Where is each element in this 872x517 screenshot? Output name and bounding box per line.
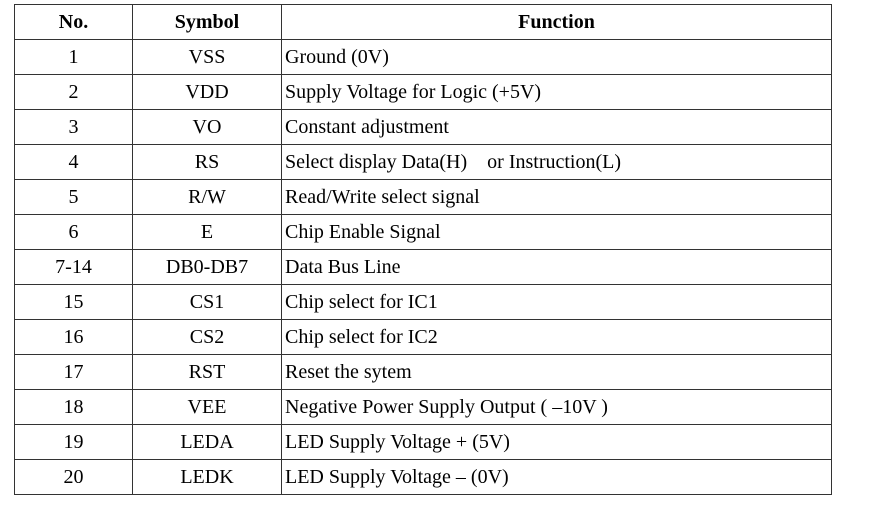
cell-symbol: RS xyxy=(132,144,282,180)
cell-function: Chip Enable Signal xyxy=(281,214,832,250)
cell-no: 17 xyxy=(14,354,133,390)
header-no: No. xyxy=(14,4,133,40)
cell-no: 4 xyxy=(14,144,133,180)
cell-no: 6 xyxy=(14,214,133,250)
cell-function: Ground (0V) xyxy=(281,39,832,75)
cell-function: LED Supply Voltage – (0V) xyxy=(281,459,832,495)
cell-symbol: R/W xyxy=(132,179,282,215)
cell-function: Select display Data(H) or Instruction(L) xyxy=(281,144,832,180)
cell-symbol: LEDA xyxy=(132,424,282,460)
cell-no: 5 xyxy=(14,179,133,215)
cell-symbol: CS2 xyxy=(132,319,282,355)
cell-symbol: RST xyxy=(132,354,282,390)
cell-symbol: VSS xyxy=(132,39,282,75)
cell-symbol: VEE xyxy=(132,389,282,425)
cell-no: 19 xyxy=(14,424,133,460)
cell-no: 16 xyxy=(14,319,133,355)
cell-function: Data Bus Line xyxy=(281,249,832,285)
cell-symbol: VDD xyxy=(132,74,282,110)
cell-function: Constant adjustment xyxy=(281,109,832,145)
cell-symbol: VO xyxy=(132,109,282,145)
cell-no: 1 xyxy=(14,39,133,75)
cell-no: 20 xyxy=(14,459,133,495)
cell-function: Chip select for IC1 xyxy=(281,284,832,320)
cell-function: Negative Power Supply Output ( –10V ) xyxy=(281,389,832,425)
cell-function: Read/Write select signal xyxy=(281,179,832,215)
cell-function: Reset the sytem xyxy=(281,354,832,390)
cell-symbol: LEDK xyxy=(132,459,282,495)
cell-function: LED Supply Voltage + (5V) xyxy=(281,424,832,460)
cell-symbol: E xyxy=(132,214,282,250)
header-symbol: Symbol xyxy=(132,4,282,40)
cell-symbol: CS1 xyxy=(132,284,282,320)
cell-no: 7-14 xyxy=(14,249,133,285)
cell-symbol: DB0-DB7 xyxy=(132,249,282,285)
cell-function: Supply Voltage for Logic (+5V) xyxy=(281,74,832,110)
header-function: Function xyxy=(281,4,832,40)
cell-function: Chip select for IC2 xyxy=(281,319,832,355)
header-row: No. Symbol Function xyxy=(14,4,832,40)
cell-no: 2 xyxy=(14,74,133,110)
cell-no: 3 xyxy=(14,109,133,145)
cell-no: 18 xyxy=(14,389,133,425)
cell-no: 15 xyxy=(14,284,133,320)
